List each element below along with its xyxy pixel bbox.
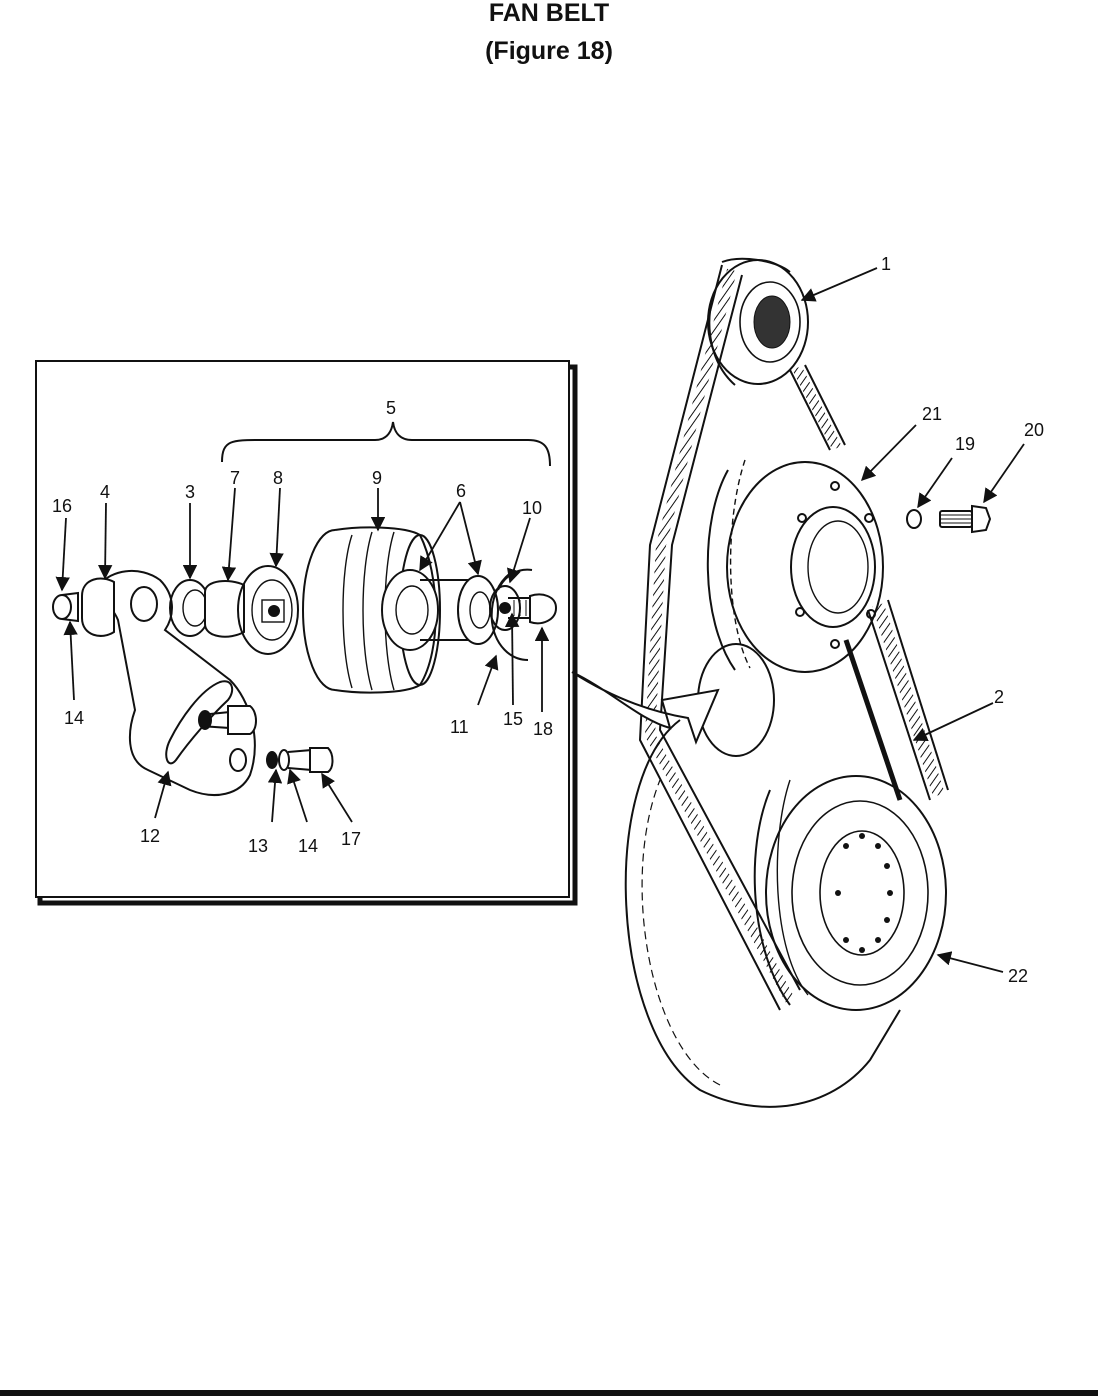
callout-11: 11 bbox=[450, 717, 469, 737]
inset-exploded-view bbox=[35, 360, 578, 906]
callout-6: 6 bbox=[456, 481, 466, 501]
leader-lines bbox=[55, 267, 1025, 973]
bearing-6b bbox=[457, 575, 499, 645]
belt-left-run-outer bbox=[638, 264, 781, 1011]
callout-20: 20 bbox=[1024, 420, 1044, 440]
seal-8 bbox=[237, 565, 299, 655]
callout-15: 15 bbox=[503, 709, 523, 729]
callout-14b: 14 bbox=[298, 836, 318, 856]
figure-title-block: FAN BELT (Figure 18) bbox=[0, 0, 1098, 70]
callout-labels: 1 2 3 4 5 6 7 8 9 10 11 12 13 14 14 15 1… bbox=[52, 254, 1044, 986]
belt-left-run-inner bbox=[658, 274, 801, 991]
bracket-slot bbox=[165, 680, 234, 765]
water-pump-hub bbox=[790, 506, 876, 628]
callout-8: 8 bbox=[273, 468, 283, 488]
water-pump-pulley-face bbox=[726, 461, 884, 673]
callout-5: 5 bbox=[386, 398, 396, 418]
inset-pointer-arrow bbox=[571, 671, 720, 745]
washer-19 bbox=[906, 509, 922, 529]
inset-shadow bbox=[37, 364, 578, 906]
belt-dark-strip bbox=[843, 639, 903, 801]
bracket-pivot-hole bbox=[130, 586, 158, 622]
callout-16: 16 bbox=[52, 496, 72, 516]
callout-22: 22 bbox=[1008, 966, 1028, 986]
large-disc-outline bbox=[624, 719, 901, 1108]
bearing-6a bbox=[381, 569, 439, 651]
callout-17: 17 bbox=[341, 829, 361, 849]
crank-pulley-face bbox=[765, 775, 947, 1011]
assembly-5-brace bbox=[221, 421, 551, 467]
washer-14b bbox=[278, 749, 290, 771]
callout-18: 18 bbox=[533, 719, 553, 739]
figure-number: (Figure 18) bbox=[485, 37, 613, 65]
belt-right-upper-hatch bbox=[792, 365, 842, 451]
callout-7: 7 bbox=[230, 468, 240, 488]
belt-assembly-view bbox=[571, 257, 992, 1108]
belt-left-hatch bbox=[644, 268, 795, 1003]
callout-14a: 14 bbox=[64, 708, 84, 728]
callout-9: 9 bbox=[372, 468, 382, 488]
top-pulley-hub bbox=[739, 281, 801, 363]
callout-13: 13 bbox=[248, 836, 268, 856]
callout-1: 1 bbox=[881, 254, 891, 274]
callout-4: 4 bbox=[100, 482, 110, 502]
idler-bracket-12 bbox=[98, 569, 256, 796]
bolt-17 bbox=[309, 747, 334, 773]
crank-bolt-circle bbox=[835, 833, 893, 953]
slot-bolt bbox=[227, 705, 257, 735]
shaft-bolt-18 bbox=[529, 593, 558, 625]
spacer-4 bbox=[81, 577, 115, 637]
callout-3: 3 bbox=[185, 482, 195, 502]
page-title: FAN BELT bbox=[488, 0, 610, 27]
shaft-7 bbox=[204, 579, 245, 638]
bracket-lower-hole bbox=[229, 748, 247, 772]
callout-2: 2 bbox=[994, 687, 1004, 707]
callout-19: 19 bbox=[955, 434, 975, 454]
belt-right-lower-hatch bbox=[872, 603, 945, 797]
page-bottom-rule bbox=[0, 1390, 1098, 1396]
crank-pulley-hub bbox=[819, 830, 905, 956]
callout-10: 10 bbox=[522, 498, 542, 518]
bolt-20-head bbox=[971, 504, 992, 534]
callout-12: 12 bbox=[140, 826, 160, 846]
callout-21: 21 bbox=[922, 404, 942, 424]
nut-13 bbox=[266, 751, 278, 769]
top-pulley-bore bbox=[753, 295, 791, 349]
large-disc-inner-edge bbox=[641, 779, 721, 1086]
